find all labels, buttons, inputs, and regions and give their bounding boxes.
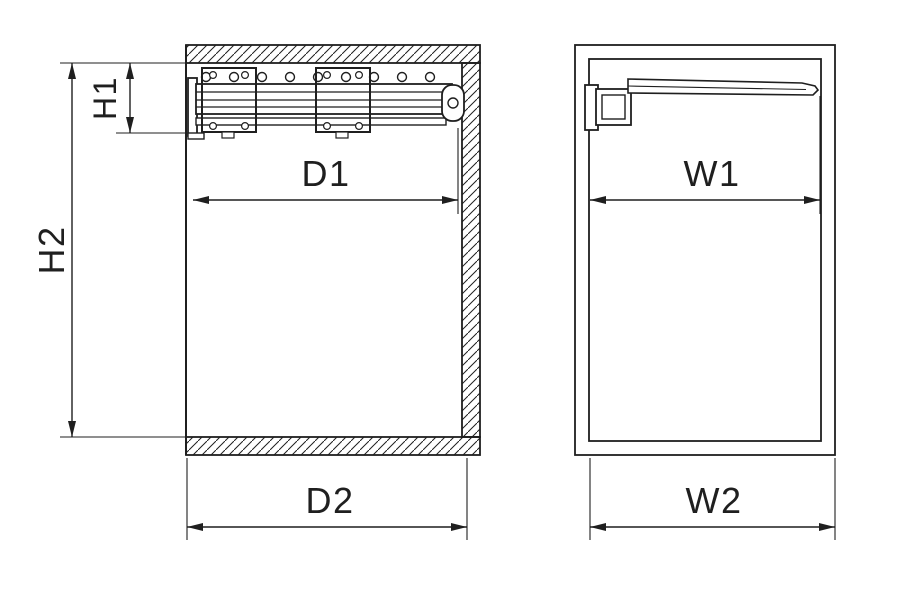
front-view-cabinet: [574, 44, 836, 456]
dimension-label-w2: W2: [686, 480, 743, 521]
rail-screw-heads: [200, 71, 436, 83]
dimension-h1: H1: [87, 63, 202, 134]
dimension-label-h2: H2: [31, 225, 72, 274]
bottom-panel-section: [185, 436, 481, 456]
h1-arrow-down: [126, 117, 134, 133]
dimension-label-d1: D1: [301, 153, 350, 194]
dimension-label-h1: H1: [87, 76, 123, 120]
dimension-label-w1: W1: [684, 153, 741, 194]
dimension-d1: D1: [193, 128, 459, 214]
rail-slide-body: [195, 83, 453, 126]
side-view: H1 H2 D1 D2: [31, 44, 481, 540]
rail-end-cap: [441, 84, 465, 122]
rail-front-bracket: [584, 84, 632, 131]
dimension-label-d2: D2: [305, 480, 354, 521]
rail-mount-plate-b: [315, 67, 371, 139]
w1-arrow-right: [804, 196, 820, 204]
rail-bar-inner-line: [627, 85, 807, 91]
top-panel-section: [185, 44, 481, 64]
rail-left-bracket-foot: [187, 132, 205, 140]
back-panel-section: [461, 62, 481, 438]
d1-arrow-left: [193, 196, 209, 204]
rail-bar: [627, 78, 820, 96]
cabinet-inner-frame: [588, 58, 822, 442]
front-view: W1 W2: [574, 44, 836, 540]
cabinet-outer-frame: [574, 44, 836, 456]
dimension-w2: W2: [589, 458, 836, 540]
dimension-w1: W1: [590, 96, 821, 214]
pullout-rail-front: [584, 78, 820, 131]
dimension-d2: D2: [186, 458, 468, 540]
dimension-h2: H2: [31, 62, 186, 438]
d1-arrow-right: [442, 196, 458, 204]
pullout-rail-side: [187, 67, 465, 140]
side-view-cabinet: [185, 44, 481, 456]
h2-arrow-down: [68, 421, 76, 437]
rail-mount-plate-a: [201, 67, 257, 139]
w1-arrow-left: [590, 196, 606, 204]
d2-arrow-right: [451, 523, 467, 531]
w2-arrow-left: [590, 523, 606, 531]
h1-arrow-up: [126, 63, 134, 79]
h2-arrow-up: [68, 63, 76, 79]
d2-arrow-left: [187, 523, 203, 531]
w2-arrow-right: [819, 523, 835, 531]
